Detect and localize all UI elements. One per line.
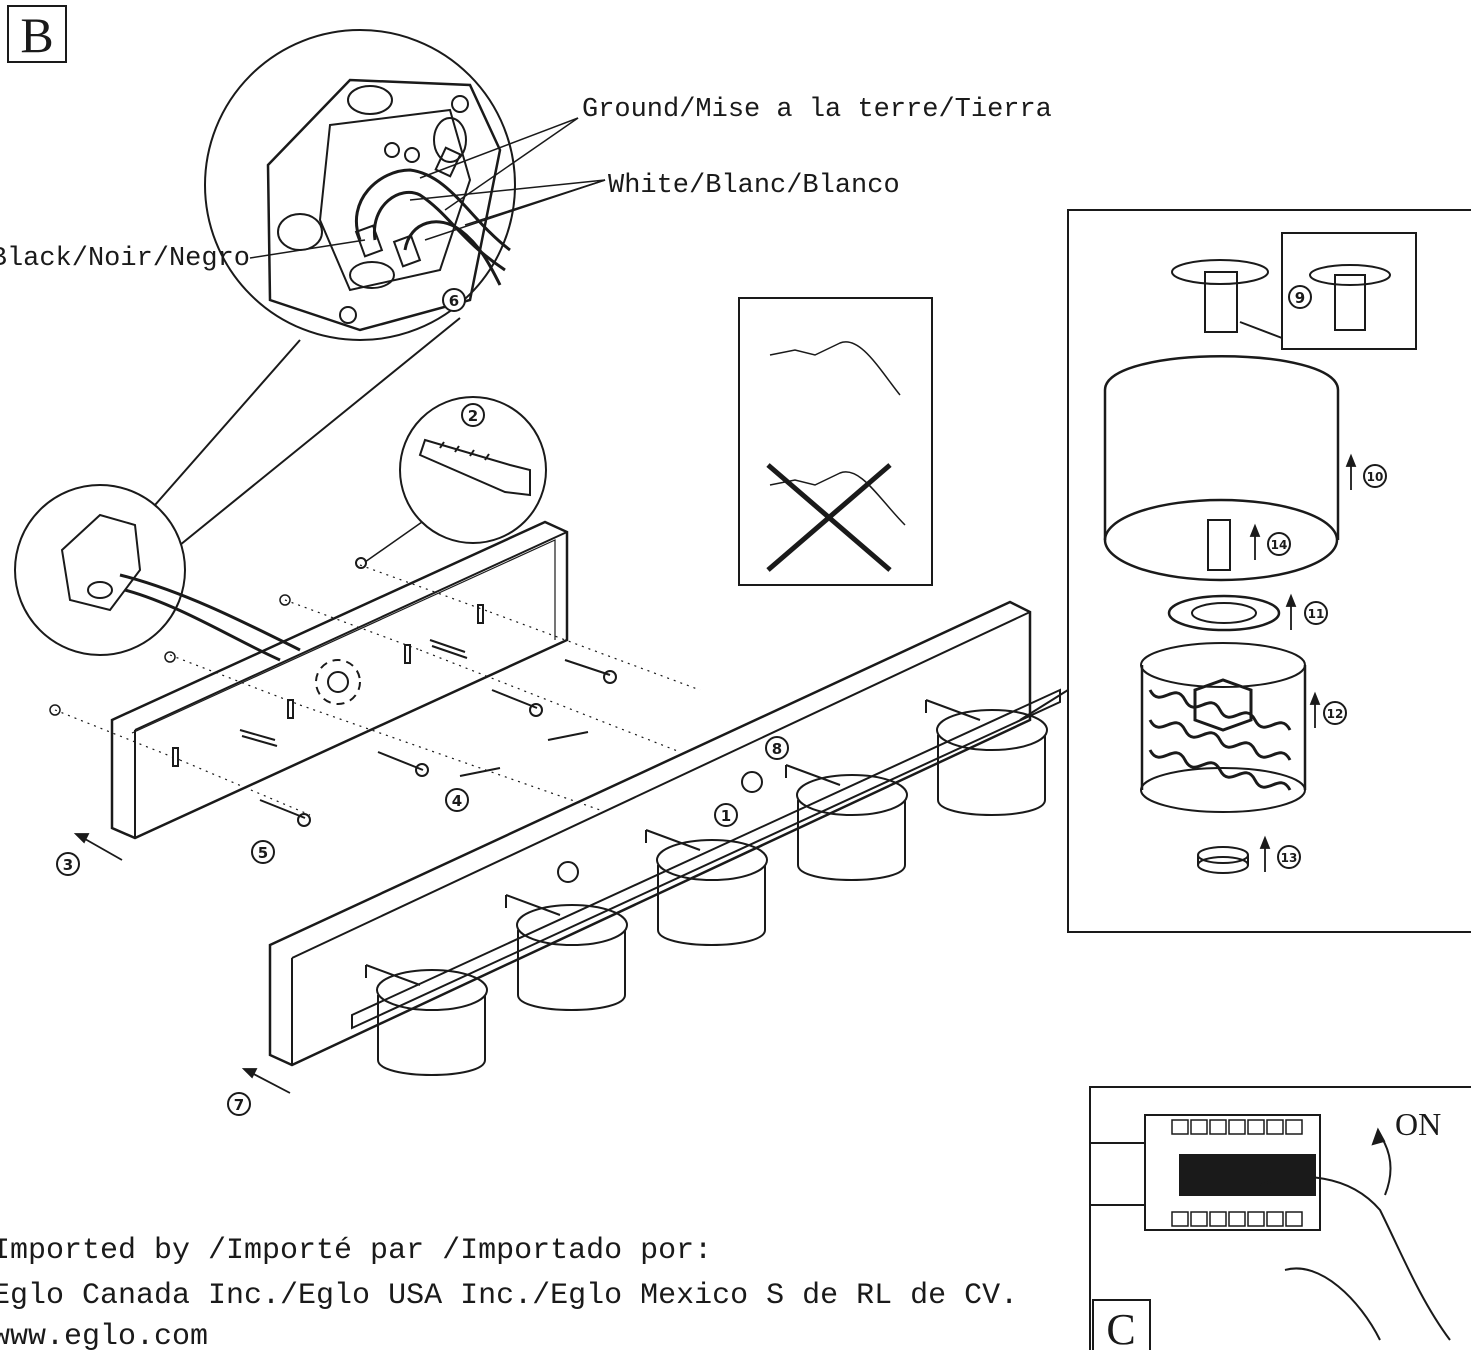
svg-text:10: 10	[1367, 470, 1384, 484]
light-sockets	[365, 699, 1048, 1076]
step-7: 7	[227, 1092, 251, 1116]
breaker-on-label: ON	[1395, 1106, 1441, 1142]
step-10: 10	[1363, 464, 1387, 488]
svg-text:11: 11	[1308, 607, 1325, 621]
guide-lines	[54, 564, 701, 816]
footer-line-2: Eglo Canada Inc./Eglo USA Inc./Eglo Mexi…	[0, 1279, 1018, 1313]
step-4: 4	[445, 788, 469, 812]
svg-text:7: 7	[234, 1096, 244, 1114]
footer-line-3: www.eglo.com	[0, 1320, 208, 1350]
black-wire-label: Black/Noir/Negro	[0, 244, 250, 274]
section-b-letter: B	[20, 7, 53, 63]
svg-text:4: 4	[452, 792, 462, 810]
step-11: 11	[1304, 601, 1328, 625]
svg-text:2: 2	[468, 407, 478, 425]
svg-text:8: 8	[772, 740, 782, 758]
step-6: 6	[442, 288, 466, 312]
svg-text:1: 1	[721, 807, 731, 825]
svg-text:13: 13	[1281, 851, 1298, 865]
fixture-body	[268, 600, 1061, 1067]
step-1: 1	[714, 803, 738, 827]
white-wire-label: White/Blanc/Blanco	[608, 171, 900, 201]
importer-footer: Imported by /Importé par /Importado por:…	[0, 1234, 1018, 1350]
step-12: 12	[1323, 701, 1347, 725]
svg-text:6: 6	[449, 292, 459, 310]
step-13: 13	[1277, 845, 1301, 869]
step-markers: 1 2 3 4 5 6 7 8 9 10 11 12 13 14	[56, 285, 1387, 1116]
screws	[239, 639, 617, 827]
svg-text:3: 3	[63, 856, 73, 874]
step-9: 9	[1288, 285, 1312, 309]
step-14: 14	[1267, 532, 1291, 556]
wall-anchor-detail	[355, 396, 547, 569]
lace-pattern	[1148, 678, 1292, 791]
svg-text:9: 9	[1295, 289, 1305, 307]
footer-line-1: Imported by /Importé par /Importado por:	[0, 1234, 712, 1268]
junction-box-detail	[154, 29, 606, 546]
section-b-label: B	[7, 5, 67, 63]
junction-box-small-detail	[14, 484, 301, 662]
step-2: 2	[461, 403, 485, 427]
ground-wire-label: Ground/Mise a la terre/Tierra	[582, 95, 1052, 125]
shade-assembly-panel	[1019, 209, 1471, 933]
step-8: 8	[765, 736, 789, 760]
mounting-plate	[110, 520, 569, 840]
bulb-handling-panel	[738, 297, 933, 586]
section-c-breaker-panel: C ON	[1089, 1086, 1471, 1350]
svg-text:14: 14	[1271, 538, 1288, 552]
step-3: 3	[56, 852, 80, 876]
svg-text:5: 5	[258, 844, 268, 862]
section-c-letter: C	[1106, 1305, 1135, 1350]
step-5: 5	[251, 840, 275, 864]
direction-arrows	[73, 453, 1357, 1094]
svg-text:12: 12	[1327, 707, 1344, 721]
